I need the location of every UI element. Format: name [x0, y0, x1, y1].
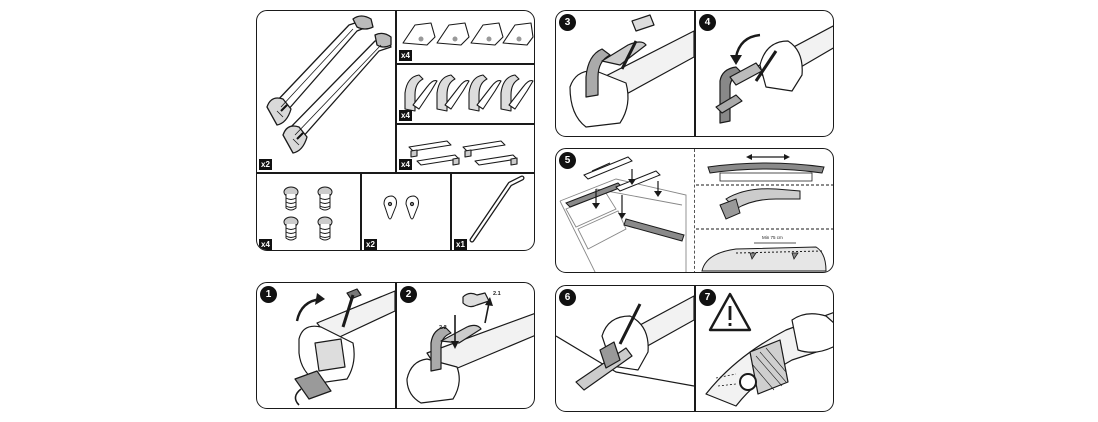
divider	[395, 283, 397, 408]
step-5-panel: 5	[555, 148, 834, 273]
quantity-badge: x2	[364, 239, 377, 250]
sub-step-label: 2.1	[493, 291, 501, 297]
divider	[694, 149, 695, 272]
divider	[395, 123, 534, 125]
roof-bar-illustration	[266, 15, 392, 154]
quantity-badge: x4	[399, 50, 412, 61]
divider	[450, 172, 452, 250]
divider	[694, 11, 696, 136]
steps-1-2-panel: 1 2 2.1 2.2	[256, 282, 535, 409]
quantity-badge: x1	[454, 239, 467, 250]
step-number: 5	[559, 152, 576, 169]
divider	[360, 172, 362, 250]
divider	[694, 286, 696, 411]
divider	[395, 11, 397, 173]
step-1-illustration: 1	[257, 283, 395, 408]
step-number: 1	[260, 286, 277, 303]
step-4-illustration: 4	[696, 11, 833, 136]
quantity-badge: x4	[399, 110, 412, 121]
step-6-illustration: 6	[556, 286, 694, 411]
step-5-car-illustration: 5	[556, 149, 694, 272]
steps-3-4-panel: 3 4	[555, 10, 834, 137]
key-illustration	[383, 195, 419, 220]
parts-allen-key: x1	[452, 174, 534, 250]
step-number: 6	[559, 289, 576, 306]
parts-clamps: x4	[397, 125, 534, 172]
quantity-badge: x4	[399, 159, 412, 170]
parts-brackets: x4	[397, 65, 534, 123]
divider	[257, 172, 534, 174]
step-number: 7	[699, 289, 716, 306]
step-2-illustration: 2 2.1 2.2	[397, 283, 534, 408]
step-5-detail-illustration: Min 75 cm	[696, 149, 833, 272]
clamp-illustration	[408, 140, 518, 166]
warning-icon	[708, 292, 752, 332]
pad-illustration	[402, 22, 534, 46]
step-7-illustration: 7	[696, 286, 833, 411]
quantity-badge: x2	[259, 159, 272, 170]
quantity-badge: x4	[259, 239, 272, 250]
bracket-illustration	[404, 74, 534, 112]
measurement-label: Min 75 cm	[762, 235, 783, 240]
steps-6-7-panel: 6 7	[555, 285, 834, 412]
step-number: 4	[699, 14, 716, 31]
parts-bolts: x4	[257, 174, 360, 250]
parts-pads: x4	[397, 11, 534, 63]
allen-key-illustration	[469, 175, 525, 243]
parts-keys: x2	[362, 174, 450, 250]
bolt-illustration	[283, 186, 333, 241]
sub-step-label: 2.2	[439, 325, 447, 331]
step-number: 3	[559, 14, 576, 31]
divider	[395, 63, 534, 65]
step-number: 2	[400, 286, 417, 303]
parts-roof-bars: x2	[257, 11, 395, 172]
parts-panel: x2 x4	[256, 10, 535, 251]
step-3-illustration: 3	[556, 11, 694, 136]
